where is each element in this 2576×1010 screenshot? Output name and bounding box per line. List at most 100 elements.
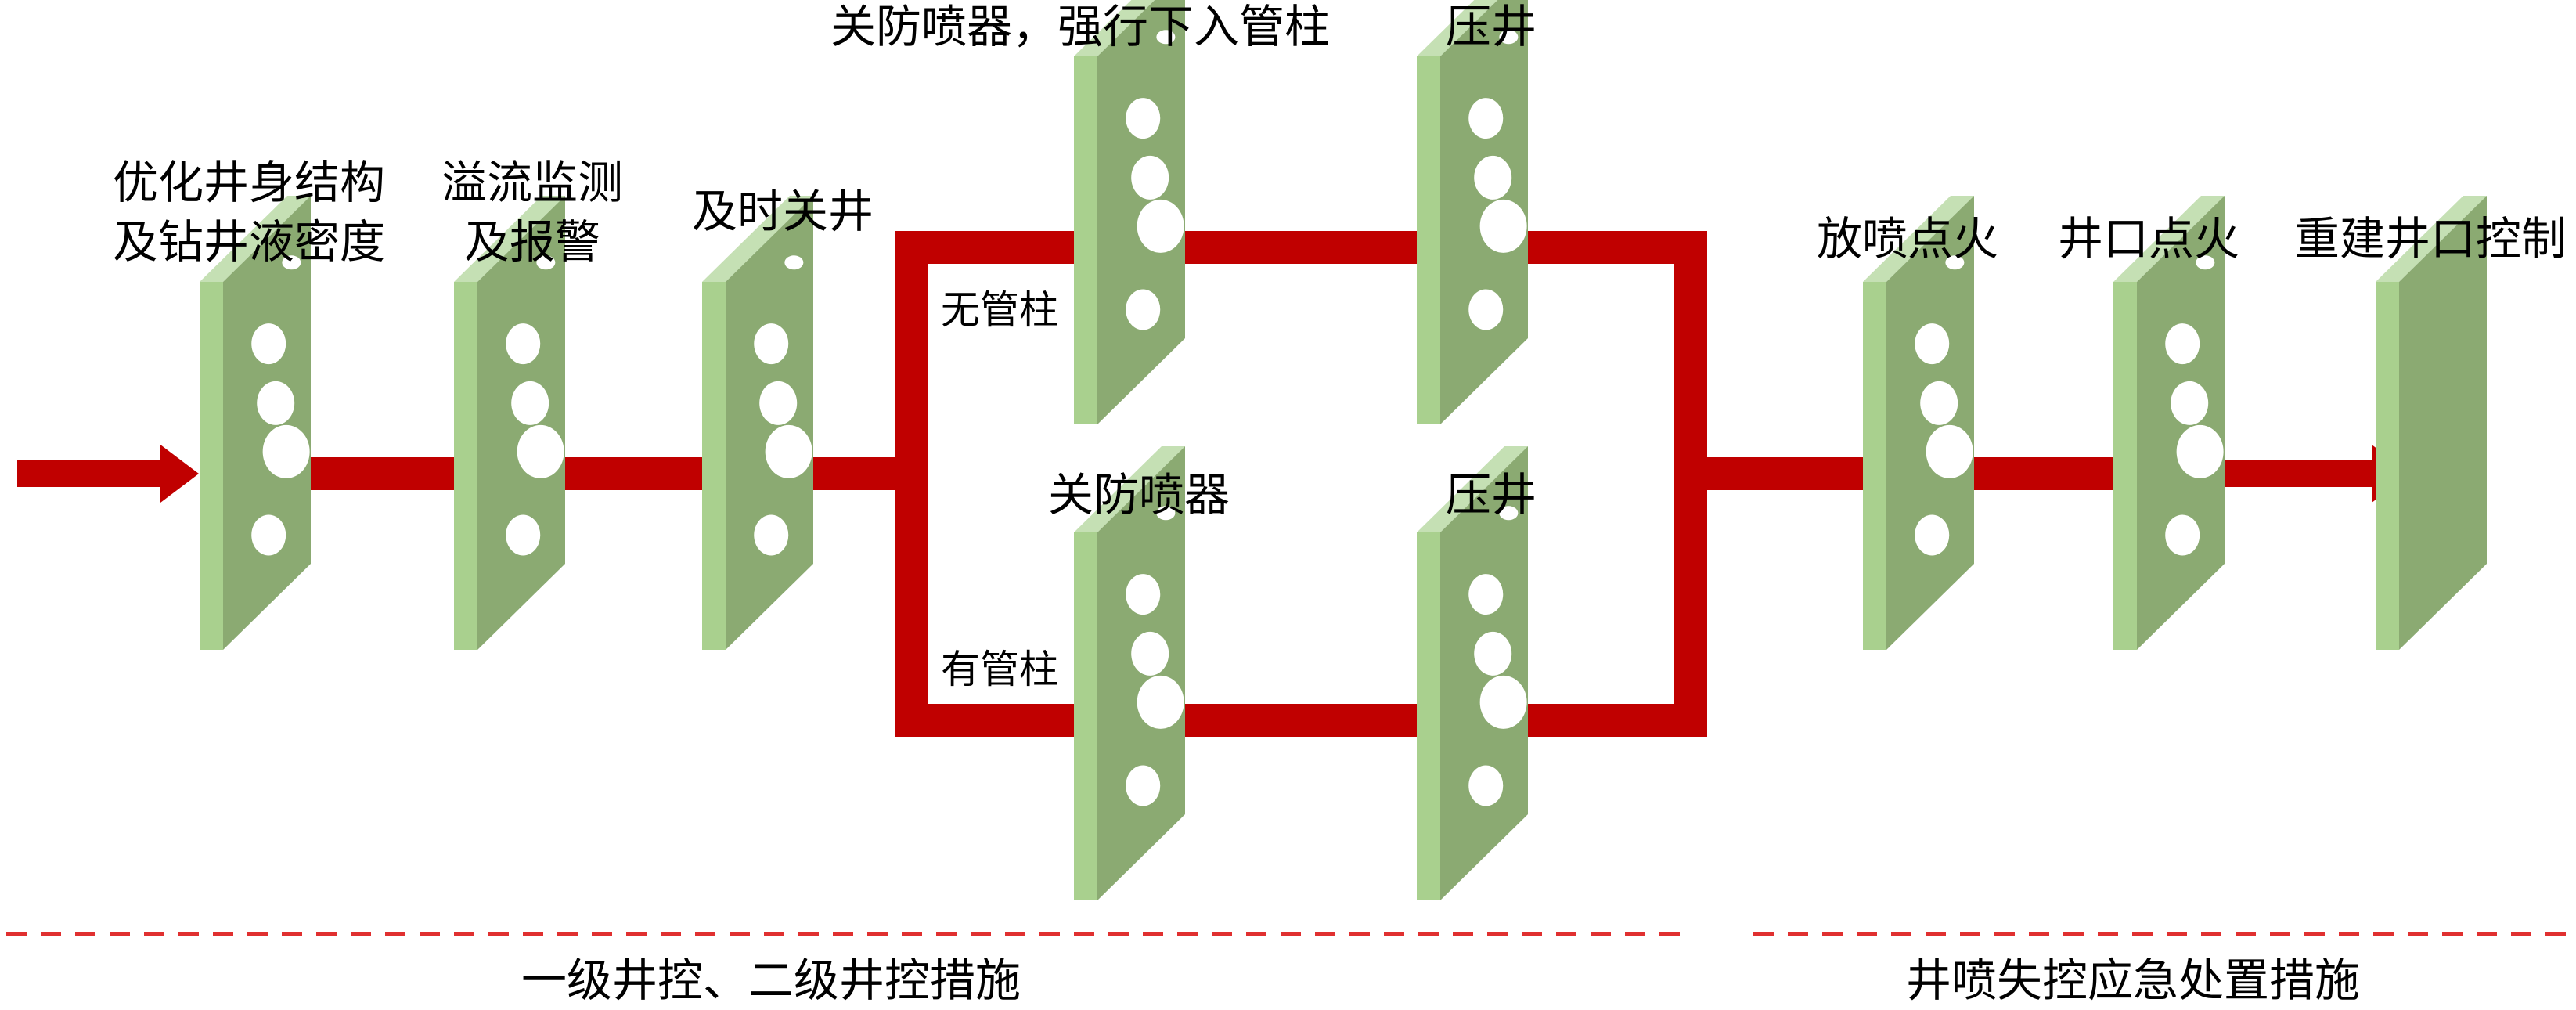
stage-label-wellbore-design-line1: 优化井身结构 bbox=[112, 156, 386, 209]
panel-hole-5 bbox=[754, 514, 789, 556]
panel-edge bbox=[2113, 282, 2137, 650]
panel-hole-3 bbox=[2171, 381, 2209, 425]
panel-hole-4 bbox=[1479, 675, 1527, 729]
stage-label-close-bop: 关防喷器 bbox=[1047, 468, 1230, 521]
entry-arrow-shaft bbox=[17, 460, 170, 487]
panel-top bbox=[1074, 0, 1155, 56]
panel-hole-3 bbox=[1131, 155, 1169, 200]
panel-hole-2 bbox=[754, 323, 789, 365]
stage-label-wellbore-design: 优化井身结构 及钻井液密度 bbox=[113, 153, 385, 272]
panel-face bbox=[2399, 196, 2487, 650]
panel-hole-1 bbox=[1499, 30, 1519, 45]
panel-edge bbox=[1417, 56, 1440, 424]
panel-hole-4 bbox=[262, 424, 310, 478]
panel-hole-3 bbox=[257, 381, 295, 425]
panel-hole-5 bbox=[1468, 289, 1504, 330]
branch-label-with-tubing: 有管柱 bbox=[941, 647, 1058, 692]
panel-top bbox=[1417, 446, 1528, 532]
panel-hole-4 bbox=[1137, 199, 1184, 253]
panel-hole-3 bbox=[1474, 631, 1512, 676]
barrier-panel-kill-lower bbox=[1417, 446, 1528, 900]
panel-top bbox=[2113, 196, 2225, 282]
panel-top bbox=[1074, 446, 1185, 532]
panel-hole-2 bbox=[506, 323, 541, 365]
barrier-panel-wellbore-design bbox=[200, 196, 311, 650]
panel-hole-4 bbox=[1479, 199, 1527, 253]
panel-hole-2 bbox=[1126, 98, 1161, 139]
panel-hole-5 bbox=[506, 514, 541, 556]
barrier-panel-close-bop bbox=[1074, 446, 1185, 900]
stage-label-kill-upper: 压井 bbox=[1445, 0, 1537, 53]
panel-face bbox=[726, 196, 813, 650]
stage-label-kill-lower: 压井 bbox=[1445, 468, 1537, 521]
barrier-panel-snubbing bbox=[1074, 0, 1185, 424]
panel-hole-1 bbox=[1499, 506, 1519, 521]
barrier-panel-overflow-monitoring bbox=[454, 196, 565, 650]
panel-hole-1 bbox=[1945, 255, 1965, 270]
barrier-panel-timely-shut-in bbox=[702, 196, 813, 650]
panel-edge bbox=[200, 282, 223, 650]
stage-label-timely-shut-in: 及时关井 bbox=[691, 185, 874, 238]
panel-hole-3 bbox=[759, 381, 798, 425]
panel-face bbox=[1440, 446, 1528, 900]
panel-hole-5 bbox=[1468, 765, 1504, 806]
panel-hole-3 bbox=[1474, 155, 1512, 200]
panel-face bbox=[2137, 196, 2225, 650]
stage-label-overflow-monitoring-line2: 及报警 bbox=[463, 215, 601, 269]
branch-label-no-tubing: 无管柱 bbox=[941, 287, 1058, 333]
stage-label-rebuild-wellhead: 重建井口控制 bbox=[2293, 212, 2567, 265]
panel-hole-1 bbox=[1156, 506, 1176, 521]
panel-hole-3 bbox=[511, 381, 549, 425]
panel-hole-1 bbox=[2196, 255, 2215, 270]
panel-edge bbox=[1417, 532, 1440, 900]
barrier-panel-wellhead-ignition bbox=[2113, 196, 2225, 650]
panel-top bbox=[2376, 196, 2487, 282]
exit-arrow-shaft bbox=[2203, 460, 2380, 487]
stage-label-overflow-monitoring: 溢流监测 及报警 bbox=[441, 153, 623, 272]
section-label-primary-secondary-control: 一级井控、二级井控措施 bbox=[521, 954, 1021, 1007]
panel-hole-2 bbox=[1915, 323, 1950, 365]
panel-hole-1 bbox=[1156, 30, 1176, 45]
panel-hole-5 bbox=[1126, 289, 1161, 330]
panel-edge bbox=[1863, 282, 1886, 650]
panel-edge bbox=[2376, 282, 2399, 650]
panel-hole-2 bbox=[1126, 574, 1161, 615]
panel-hole-2 bbox=[2165, 323, 2200, 365]
stage-label-wellhead-ignition: 井口点火 bbox=[2057, 212, 2240, 265]
stage-label-overflow-monitoring-line1: 溢流监测 bbox=[441, 156, 624, 209]
panel-hole-1 bbox=[282, 255, 301, 270]
barrier-panel-kill-upper bbox=[1417, 0, 1528, 424]
panel-face bbox=[1097, 446, 1185, 900]
panel-hole-5 bbox=[1915, 514, 1950, 556]
barrier-panel-blowout-ignition bbox=[1863, 196, 1974, 650]
stage-label-blowout-ignition: 放喷点火 bbox=[1816, 212, 1999, 265]
panel-hole-1 bbox=[536, 255, 556, 270]
barrier-panel-rebuild-wellhead bbox=[2376, 196, 2487, 650]
panel-edge bbox=[702, 282, 726, 650]
panel-top bbox=[200, 196, 311, 282]
panel-face bbox=[1886, 196, 1974, 650]
panel-hole-4 bbox=[765, 424, 812, 478]
panel-face bbox=[477, 196, 565, 650]
panel-top bbox=[454, 196, 565, 282]
panel-hole-2 bbox=[251, 323, 286, 365]
panel-face bbox=[223, 196, 311, 650]
panel-hole-2 bbox=[1468, 574, 1504, 615]
panel-hole-5 bbox=[2165, 514, 2200, 556]
panel-hole-1 bbox=[784, 255, 804, 270]
panel-edge bbox=[1074, 56, 1097, 424]
section-label-emergency-response: 井喷失控应急处置措施 bbox=[1905, 954, 2361, 1007]
panel-top bbox=[1417, 0, 1498, 56]
panel-hole-4 bbox=[1926, 424, 1973, 478]
panel-edge bbox=[454, 282, 477, 650]
panel-top bbox=[702, 196, 813, 282]
panel-hole-5 bbox=[251, 514, 286, 556]
panel-hole-5 bbox=[1126, 765, 1161, 806]
panel-hole-4 bbox=[2176, 424, 2224, 478]
entry-arrow-head bbox=[160, 445, 199, 503]
panel-top bbox=[1863, 196, 1974, 282]
panel-hole-4 bbox=[1137, 675, 1184, 729]
panel-hole-2 bbox=[1468, 98, 1504, 139]
